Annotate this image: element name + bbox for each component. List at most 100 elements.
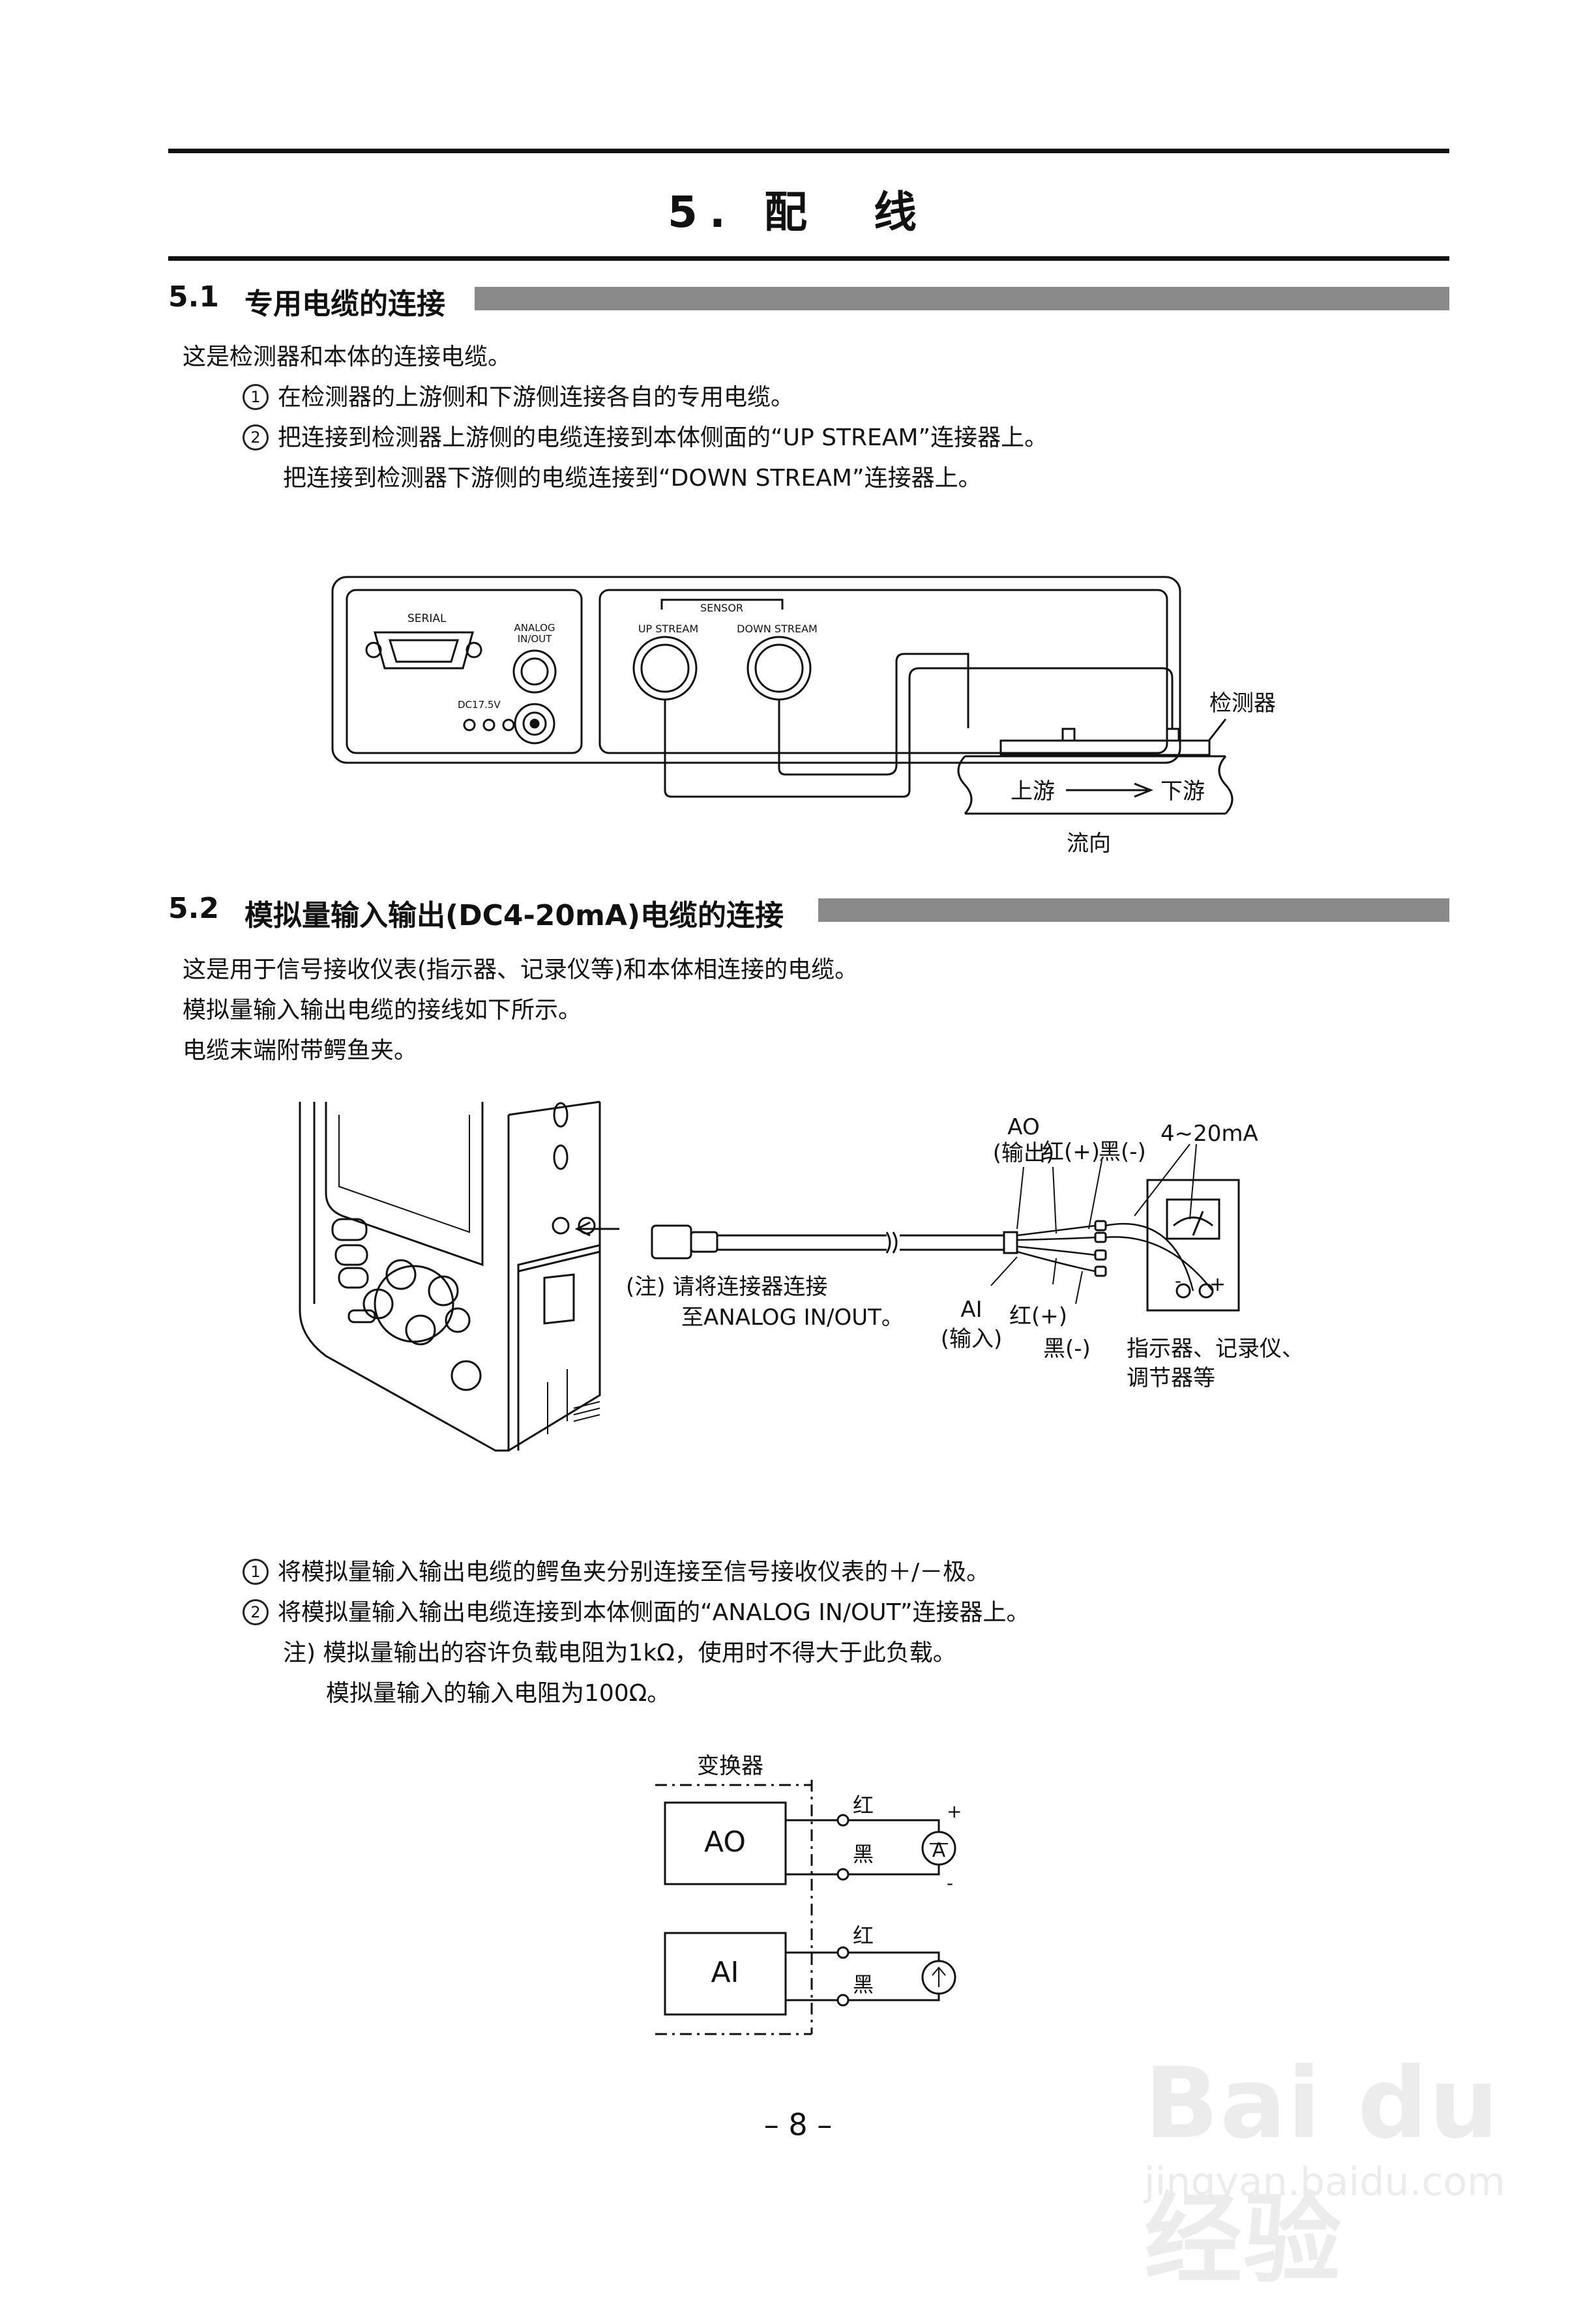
label-red-ai: 红 — [853, 1923, 874, 1948]
device-line1: 指示器、记录仪、 — [1127, 1336, 1304, 1362]
label-converter: 变换器 — [697, 1753, 763, 1779]
indicator-meter — [1146, 1179, 1240, 1312]
label-upstream: UP STREAM — [638, 623, 698, 635]
note-line1: 注) 模拟量输出的容许负载电阻为1kΩ，使用时不得大于此负载。 — [283, 1640, 956, 1666]
step-text: 将模拟量输入输出电缆的鳄鱼夹分别连接至信号接收仪表的＋/－极。 — [278, 1559, 990, 1586]
section1-step2-cont: 把连接到检测器下游侧的电缆连接到“DOWN STREAM”连接器上。 — [283, 465, 982, 492]
upstream-connector — [632, 636, 698, 701]
converter-device — [299, 1100, 601, 1452]
dc-jack — [463, 703, 555, 745]
meter-minus: - — [1175, 1270, 1181, 1291]
step-number: 2 — [243, 1599, 269, 1625]
sensor-bracket — [660, 598, 784, 610]
label-leaders — [990, 1144, 1197, 1305]
device-line2: 调节器等 — [1127, 1365, 1215, 1391]
ai-loop — [848, 1951, 940, 2001]
title-under-rule — [168, 256, 1449, 261]
label-ai: AI — [960, 1297, 982, 1323]
step-text: 将模拟量输入输出电缆连接到本体侧面的“ANALOG IN/OUT”连接器上。 — [278, 1599, 1030, 1626]
note-line1: (注) 请将连接器连接 — [626, 1274, 827, 1300]
serial-connector — [365, 631, 482, 670]
section2-step1: 1 将模拟量输入输出电缆的鳄鱼夹分别连接至信号接收仪表的＋/－极。 — [243, 1553, 990, 1587]
ao-block — [664, 1801, 787, 1885]
ammeter — [921, 1831, 956, 1866]
detector-leader — [1208, 718, 1227, 741]
section1-title: 专用电缆的连接 — [244, 288, 445, 321]
pipe — [957, 755, 1234, 815]
section2-line2: 模拟量输入输出电缆的接线如下所示。 — [183, 997, 582, 1024]
label-black-ai: 黑 — [853, 1972, 874, 1997]
step-number: 2 — [243, 424, 269, 450]
label-ao-sub: (输出) — [993, 1140, 1055, 1166]
wires — [1016, 1222, 1213, 1291]
step-number: 1 — [243, 1559, 269, 1585]
meter-plus: + — [1209, 1273, 1226, 1296]
section1-step1: 1 在检测器的上游侧和下游侧连接各自的专用电缆。 — [243, 378, 794, 412]
note-line2: 模拟量输入的输入电阻为100Ω。 — [326, 1680, 671, 1707]
upstream-cable — [664, 667, 1174, 798]
label-red-plus-top: 红(+) — [1042, 1139, 1100, 1165]
detector-port-down — [1166, 728, 1180, 742]
label-flow: 流向 — [1067, 831, 1111, 857]
current-source — [921, 1960, 956, 1995]
block-leads — [786, 1819, 838, 2001]
label-dc: DC17.5V — [458, 699, 501, 711]
step-number: 1 — [243, 384, 269, 410]
section2-number: 5.2 — [168, 892, 219, 925]
section1-intro: 这是检测器和本体的连接电缆。 — [183, 344, 512, 370]
io-panel — [346, 589, 583, 754]
analog-inout-connector — [512, 649, 557, 694]
analog-cable — [651, 1224, 1018, 1260]
section1-number: 5.1 — [168, 280, 219, 314]
label-sensor: SENSOR — [700, 602, 743, 614]
label-downstream: DOWN STREAM — [737, 623, 818, 635]
ai-block — [664, 1932, 787, 2016]
label-black-minus-top: 黑(-) — [1099, 1139, 1146, 1165]
label-ao: AO — [1007, 1114, 1039, 1140]
label-red-ao: 红 — [853, 1793, 874, 1818]
detector-bar — [999, 739, 1211, 756]
section1-step2: 2 把连接到检测器上游侧的电缆连接到本体侧面的“UP STREAM”连接器上。 — [243, 419, 1048, 452]
label-ao-block: AO — [704, 1825, 746, 1859]
label-black-minus-bottom: 黑(-) — [1043, 1336, 1091, 1362]
label-black-ao: 黑 — [853, 1842, 874, 1867]
detector-port-up — [1061, 728, 1076, 742]
label-ai-block: AI — [711, 1956, 739, 1989]
label-current: 4~20mA — [1160, 1121, 1258, 1147]
step-text: 在检测器的上游侧和下游侧连接各自的专用电缆。 — [278, 384, 795, 411]
ao-loop — [848, 1819, 940, 1876]
alligator-clips — [1094, 1220, 1107, 1277]
sensor-panel — [598, 589, 1168, 754]
section2-line3: 电缆末端附带鳄鱼夹。 — [183, 1037, 418, 1064]
ammeter-symbol: A — [932, 1839, 946, 1862]
section2-title: 模拟量输入输出(DC4-20mA)电缆的连接 — [244, 899, 784, 932]
label-ai-sub: (输入) — [941, 1326, 1003, 1352]
note-line2: 至ANALOG IN/OUT。 — [681, 1305, 904, 1331]
label-red-plus-bottom: 红(+) — [1009, 1303, 1067, 1329]
label-upstream-side: 上游 — [1011, 778, 1055, 804]
chapter-title: 5. 配 线 — [668, 187, 928, 237]
flow-arrow-head — [1134, 782, 1154, 798]
label-downstream-side: 下游 — [1160, 778, 1205, 804]
label-minus: - — [947, 1872, 953, 1894]
label-plus: + — [947, 1801, 962, 1822]
converter-side-panel — [331, 576, 1181, 764]
label-serial: SERIAL — [407, 612, 447, 625]
section2-line1: 这是用于信号接收仪表(指示器、记录仪等)和本体相连接的电缆。 — [183, 956, 859, 983]
label-detector: 检测器 — [1209, 690, 1276, 716]
step-text: 把连接到检测器上游侧的电缆连接到本体侧面的“UP STREAM”连接器上。 — [278, 424, 1048, 451]
downstream-cable — [778, 653, 969, 776]
section1-bar — [475, 287, 1449, 310]
section2-step2: 2 将模拟量输入输出电缆连接到本体侧面的“ANALOG IN/OUT”连接器上。 — [243, 1593, 1030, 1627]
section2-bar — [818, 898, 1449, 922]
downstream-connector — [746, 636, 812, 701]
figure-analog-cable: AO (输出) 红(+) 黑(-) 4~20mA (注) 请将连接器连接 至AN… — [299, 1100, 1304, 1452]
label-analog: ANALOG — [514, 622, 555, 634]
figure-wiring-schematic: 变换器 AO AI 红 黑 红 黑 + - A — [655, 1753, 962, 2035]
figure-sensor-connection: SERIAL ANALOG IN/OUT DC17.5V SENSOR UP S… — [331, 576, 1276, 857]
label-inout: IN/OUT — [518, 633, 552, 645]
top-rule — [168, 149, 1449, 153]
watermark-url: jingyan.baidu.com — [1144, 2159, 1505, 2205]
pointer-head — [574, 1221, 591, 1237]
page-number: – 8 – — [763, 2107, 833, 2142]
